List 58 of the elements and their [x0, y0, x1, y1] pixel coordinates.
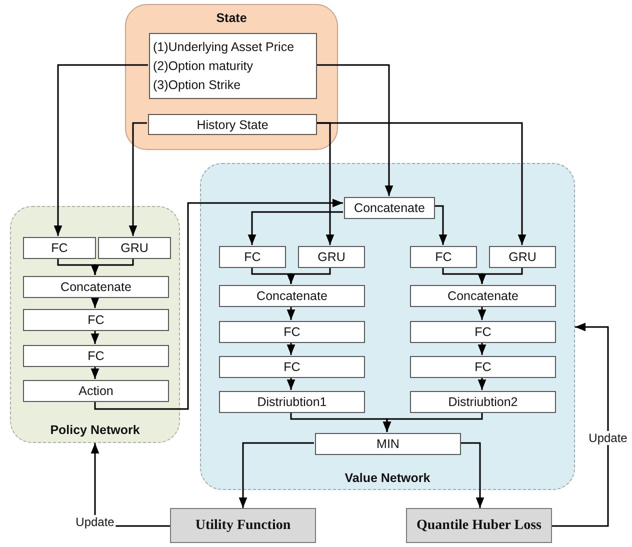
layer-box: MIN: [315, 433, 461, 455]
arrow: [90, 258, 134, 275]
output-box: Utility Function: [170, 508, 316, 543]
layer-box: Concatenate: [344, 197, 435, 219]
group-title: State: [215, 11, 248, 25]
edge-label: Update: [588, 431, 628, 445]
layer-box: History State: [148, 114, 317, 135]
arrow: [128, 122, 147, 236]
arrow: [434, 205, 448, 245]
arrow: [460, 442, 484, 508]
layer-box: FC: [219, 321, 365, 343]
arrow: [478, 377, 486, 390]
list-item: (3)Option Strike: [153, 76, 241, 94]
layer-box: FC: [23, 309, 169, 331]
layer-box: FC: [219, 246, 286, 268]
arrow: [478, 306, 486, 320]
layer-box: FC: [410, 246, 477, 268]
arrow: [552, 322, 609, 527]
arrow: [478, 267, 523, 284]
list-item: (2)Option maturity: [153, 58, 254, 75]
arrow: [286, 267, 331, 284]
layer-box: Distriubtion1: [219, 391, 365, 413]
group-panel: [200, 163, 575, 490]
layer-box: Concatenate: [23, 276, 169, 298]
layer-box: FC: [23, 237, 96, 259]
layer-box: Action: [23, 380, 169, 402]
layer-box: GRU: [489, 246, 556, 268]
layer-box: GRU: [98, 237, 171, 259]
arrow: [478, 342, 486, 355]
state-list-box: [149, 33, 317, 99]
arrow: [286, 377, 296, 390]
arrow: [248, 211, 343, 245]
arrow: [54, 64, 148, 236]
group-title: Policy Network: [49, 423, 141, 437]
group-panel: [125, 4, 338, 150]
arrow: [286, 306, 296, 320]
layer-box: FC: [410, 356, 556, 378]
list-item: (1)Underlying Asset Price: [153, 38, 294, 56]
arrow: [316, 122, 526, 245]
layer-box: Concatenate: [219, 285, 365, 307]
layer-box: Distriubtion2: [410, 391, 556, 413]
layer-box: FC: [410, 321, 556, 343]
arrow: [90, 297, 100, 308]
arrow: [382, 412, 483, 432]
group-title: Value Network: [344, 471, 432, 485]
edge-label: Update: [74, 515, 116, 529]
group-panel: [10, 206, 180, 443]
arrow: [286, 342, 296, 355]
layer-box: FC: [219, 356, 365, 378]
layer-box: GRU: [298, 246, 365, 268]
arrow: [238, 442, 314, 508]
arrow: [94, 198, 343, 410]
layer-box: Concatenate: [410, 285, 556, 307]
output-box: Quantile Huber Loss: [406, 508, 552, 543]
arrow: [90, 366, 100, 379]
arrow: [90, 330, 100, 344]
layer-box: FC: [23, 345, 169, 367]
arrow: [316, 64, 394, 196]
